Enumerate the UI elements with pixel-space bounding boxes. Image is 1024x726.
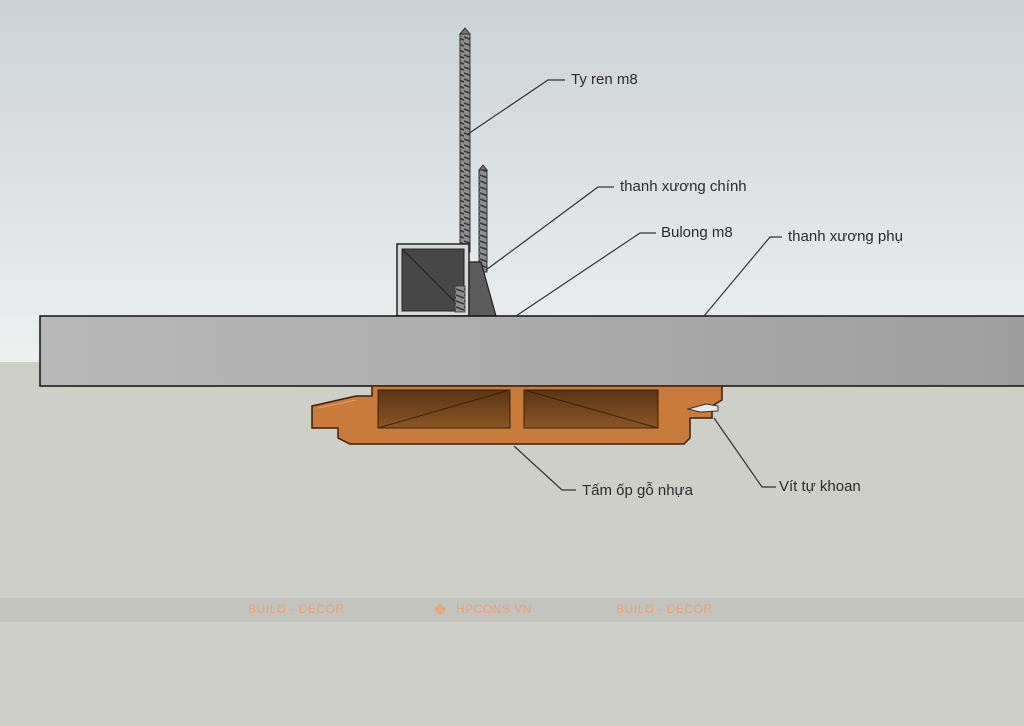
leader-threaded-rod [467,79,565,135]
wood-plastic-panel [311,385,723,445]
main-frame-profile [396,243,470,317]
label-secondary-frame: thanh xương phụ [788,228,903,245]
bolt-rod [477,164,489,273]
secondary-frame-beam [39,315,1024,387]
watermark-center: HPCONS.VN [456,602,532,616]
leader-screw [713,417,776,488]
leader-main-frame [485,186,614,271]
leader-lines [467,79,782,491]
label-self-drilling-screw: Vít tự khoan [779,478,861,495]
watermark-right: BUILO - DECOR [616,602,713,616]
leader-wood-panel [513,445,576,491]
leader-bolt [515,232,656,317]
label-bolt: Bulong m8 [661,224,733,241]
threaded-rod [458,27,472,253]
sky-background [0,0,1024,362]
watermark-band [0,598,1024,622]
label-threaded-rod: Ty ren m8 [571,71,638,88]
label-wood-panel: Tấm ốp gỗ nhựa [582,482,693,499]
leader-secondary-frame [703,236,782,317]
self-drilling-screw [686,403,719,413]
label-main-frame: thanh xương chính [620,178,747,195]
watermark-left: BUILO - DECOR [248,602,345,616]
hpcons-logo-icon: ❖ [433,602,448,619]
